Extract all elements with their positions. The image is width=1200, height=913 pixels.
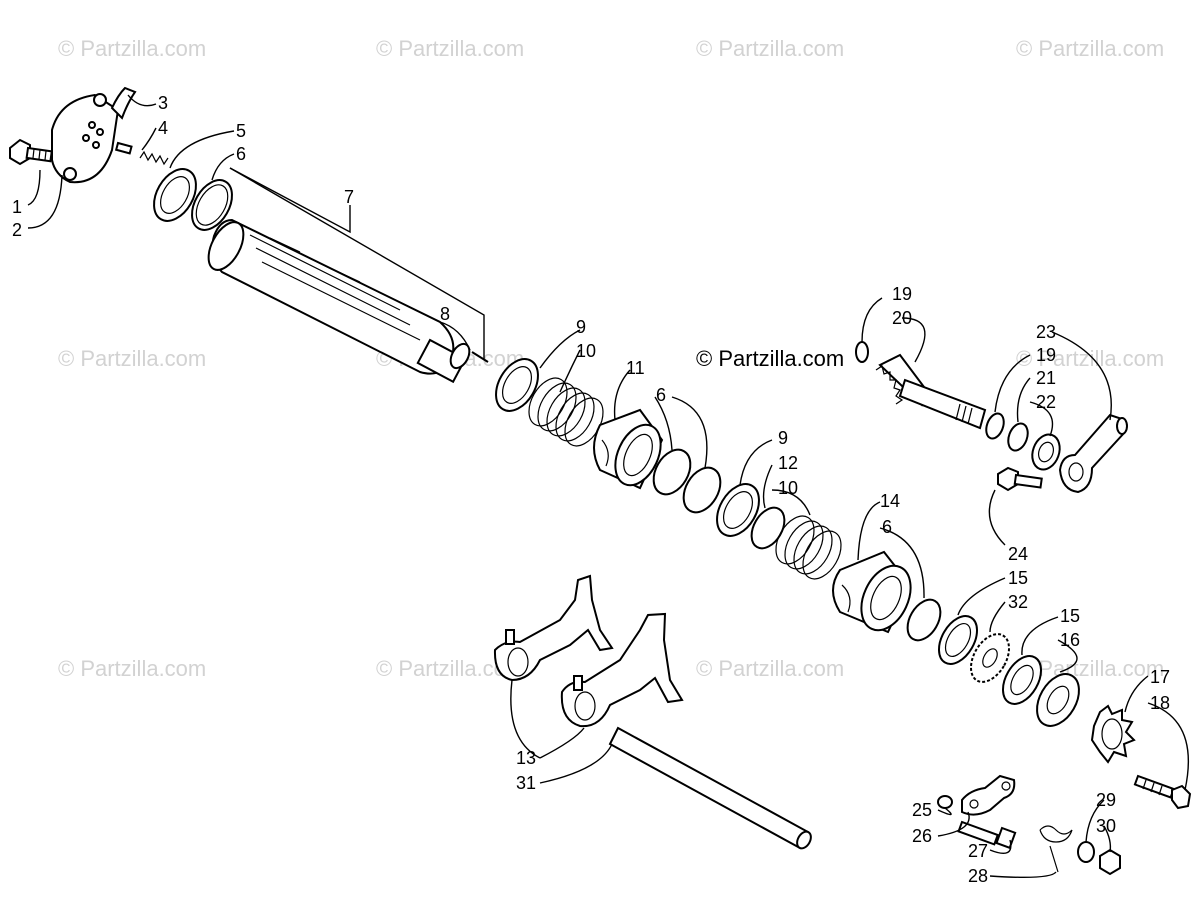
callout-23: 23 <box>1036 322 1056 342</box>
shift-arm-part <box>1058 413 1128 494</box>
callout-8: 8 <box>440 304 450 324</box>
watermark: © Partzilla.com <box>696 36 844 61</box>
callout-11: 11 <box>626 358 645 378</box>
parts <box>9 86 1192 876</box>
callout-12: 12 <box>778 453 798 473</box>
callout-30: 30 <box>1096 816 1116 836</box>
callout-10b: 10 <box>778 478 798 498</box>
callout-25: 25 <box>912 800 932 820</box>
callout-27: 27 <box>968 841 988 861</box>
callout-labels: 1 2 3 4 5 6 7 8 9 10 11 6 9 12 10 14 6 1… <box>12 93 1170 886</box>
shift-shaft-part <box>855 341 987 430</box>
callout-19: 19 <box>892 284 912 304</box>
callout-4: 4 <box>158 118 168 138</box>
callout-28: 28 <box>968 866 988 886</box>
cam-part <box>832 550 912 634</box>
bolt-part <box>1133 774 1192 810</box>
shift-fork-part <box>560 612 684 728</box>
shift-drum-part <box>207 218 489 384</box>
callout-7: 7 <box>344 187 354 207</box>
callout-14: 14 <box>880 491 900 511</box>
callout-9: 9 <box>576 317 586 337</box>
watermark: © Partzilla.com <box>58 36 206 61</box>
callout-32: 32 <box>1008 592 1028 612</box>
callout-19b: 19 <box>1036 345 1056 365</box>
bolt-part <box>9 138 53 166</box>
callout-6c: 6 <box>882 517 892 537</box>
callout-17: 17 <box>1150 667 1170 687</box>
shift-fork-part <box>493 574 614 682</box>
callout-18: 18 <box>1150 693 1170 713</box>
spring-part <box>775 515 842 580</box>
callout-6: 6 <box>236 144 246 164</box>
callout-29: 29 <box>1096 790 1116 810</box>
callout-24: 24 <box>1008 544 1028 564</box>
watermark: © Partzilla.com <box>1016 346 1164 371</box>
bolt-part <box>997 466 1043 492</box>
watermark: © Partzilla.com <box>58 656 206 681</box>
callout-22: 22 <box>1036 392 1056 412</box>
callout-9b: 9 <box>778 428 788 448</box>
watermark: © Partzilla.com <box>376 36 524 61</box>
callout-1: 1 <box>12 197 22 217</box>
callout-3: 3 <box>158 93 168 113</box>
callout-31: 31 <box>516 773 536 793</box>
callout-20: 20 <box>892 308 912 328</box>
pin-spring-part <box>114 141 169 166</box>
callout-21: 21 <box>1036 368 1056 388</box>
callout-15b: 15 <box>1060 606 1080 626</box>
watermark: © Partzilla.com <box>1016 36 1164 61</box>
callout-15: 15 <box>1008 568 1028 588</box>
watermark-center: © Partzilla.com <box>696 346 844 371</box>
callout-5: 5 <box>236 121 246 141</box>
watermark: © Partzilla.com <box>696 656 844 681</box>
callout-26: 26 <box>912 826 932 846</box>
callout-16: 16 <box>1060 630 1080 650</box>
switch-housing-part <box>51 86 137 184</box>
spring-part <box>528 377 604 447</box>
cam-part <box>593 408 664 490</box>
watermark: © Partzilla.com <box>58 346 206 371</box>
callout-13: 13 <box>516 748 536 768</box>
star-gear-part <box>1090 704 1136 764</box>
callout-6b: 6 <box>656 385 666 405</box>
callout-10: 10 <box>576 341 596 361</box>
callout-2: 2 <box>12 220 22 240</box>
watermarks: © Partzilla.com © Partzilla.com © Partzi… <box>58 36 1164 681</box>
leader-lines <box>27 94 1189 879</box>
